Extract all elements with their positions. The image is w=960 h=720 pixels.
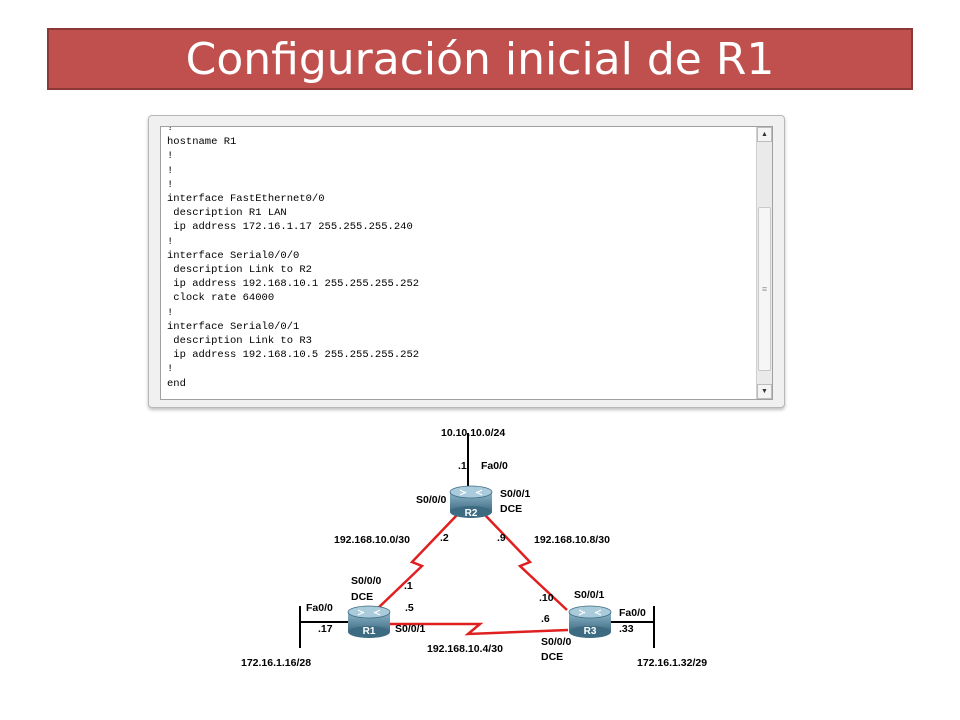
- config-line: end: [167, 377, 186, 390]
- r3-dce-label: DCE: [541, 651, 563, 663]
- config-line: clock rate 64000: [167, 292, 275, 305]
- r1-s000-label: S0/0/0: [351, 575, 382, 587]
- router-r2-label: R2: [465, 508, 478, 519]
- config-console-window: ! hostname R1 ! ! ! interface FastEthern…: [148, 115, 785, 408]
- r3-host-s001-label: .10: [539, 592, 554, 604]
- r2-s001-label: S0/0/1: [500, 488, 531, 500]
- slide-title: Configuración inicial de R1: [185, 33, 775, 85]
- r3-lan-network-label: 172.16.1.32/29: [637, 657, 707, 669]
- config-line: !: [167, 235, 174, 248]
- router-r2-icon[interactable]: R2: [449, 485, 493, 519]
- scroll-thumb[interactable]: ≡: [758, 207, 771, 371]
- config-line: !: [167, 126, 174, 134]
- r1-s001-label: S0/0/1: [395, 623, 426, 635]
- serial-link-r1-r3: [390, 622, 569, 636]
- config-line: interface Serial0/0/0: [167, 249, 300, 262]
- config-line: description Link to R2: [167, 264, 312, 277]
- r3-s001-label: S0/0/1: [574, 589, 605, 601]
- r2-host-right-label: .9: [497, 532, 506, 544]
- r1-host-s000-label: .1: [404, 580, 413, 592]
- config-line: interface FastEthernet0/0: [167, 193, 325, 206]
- config-text-area[interactable]: ! hostname R1 ! ! ! interface FastEthern…: [160, 126, 773, 400]
- net-r1-r2-label: 192.168.10.0/30: [334, 534, 410, 546]
- grip-icon: ≡: [761, 284, 768, 294]
- config-line: !: [167, 363, 174, 376]
- config-line: ip address 192.168.10.1 255.255.255.252: [167, 278, 420, 291]
- r2-s000-label: S0/0/0: [416, 494, 447, 506]
- r2-fa-host-label: .1: [458, 460, 467, 472]
- r2-dce-label: DCE: [500, 503, 522, 515]
- r1-lan-network-label: 172.16.1.16/28: [241, 657, 311, 669]
- config-line: !: [167, 306, 174, 319]
- net-r2-r3-label: 192.168.10.8/30: [534, 534, 610, 546]
- r1-dce-label: DCE: [351, 591, 373, 603]
- config-line: ip address 192.168.10.5 255.255.255.252: [167, 349, 420, 362]
- r1-host-s001-label: .5: [405, 602, 414, 614]
- r3-host-s000-label: .6: [541, 613, 550, 625]
- slide-title-bar: Configuración inicial de R1: [47, 28, 913, 90]
- vertical-scrollbar[interactable]: ▲ ≡ ▼: [756, 127, 772, 399]
- r3-fa-host-label: .33: [619, 623, 634, 635]
- serial-link-r2-r3: [484, 514, 568, 611]
- scroll-up-arrow-icon[interactable]: ▲: [757, 127, 772, 142]
- scroll-down-arrow-icon[interactable]: ▼: [757, 384, 772, 399]
- r2-lan-network-label: 10.10.10.0/24: [441, 427, 505, 439]
- r1-fa-host-label: .17: [318, 623, 333, 635]
- router-r3-icon[interactable]: R3: [568, 605, 612, 638]
- config-line: description R1 LAN: [167, 207, 287, 220]
- serial-link-r1-r2: [375, 514, 458, 611]
- r1-fa-iface-label: Fa0/0: [306, 602, 333, 614]
- config-line: !: [167, 150, 174, 163]
- router-r1-label: R1: [363, 626, 376, 637]
- config-line: interface Serial0/0/1: [167, 320, 300, 333]
- r2-fa-iface-label: Fa0/0: [481, 460, 508, 472]
- router-r3-label: R3: [584, 626, 597, 637]
- config-line: !: [167, 178, 174, 191]
- config-line: description Link to R3: [167, 335, 312, 348]
- config-line: hostname R1: [167, 136, 237, 149]
- config-line: ip address 172.16.1.17 255.255.255.240: [167, 221, 413, 234]
- router-r1-icon[interactable]: R1: [347, 605, 391, 638]
- net-r1-r3-label: 192.168.10.4/30: [427, 643, 503, 655]
- config-line: !: [167, 164, 174, 177]
- r3-s000-label: S0/0/0: [541, 636, 572, 648]
- r3-fa-iface-label: Fa0/0: [619, 607, 646, 619]
- r2-host-left-label: .2: [440, 532, 449, 544]
- config-code: ! hostname R1 ! ! ! interface FastEthern…: [167, 126, 420, 391]
